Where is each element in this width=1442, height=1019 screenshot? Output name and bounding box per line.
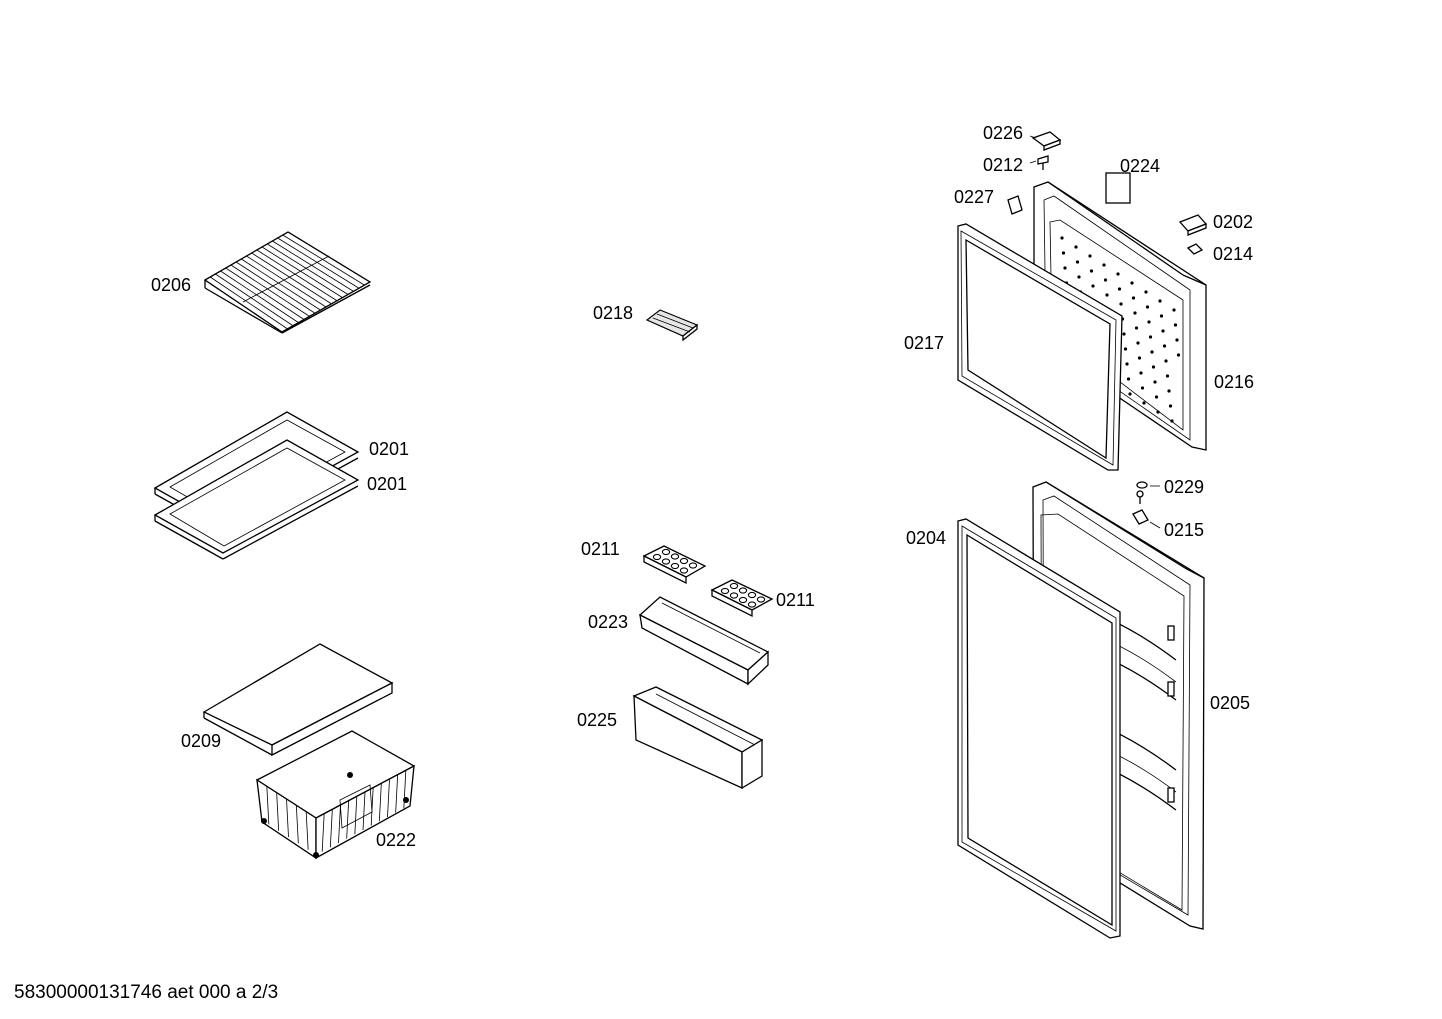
part-0204-fridge-door-gasket[interactable] bbox=[957, 518, 1121, 939]
part-0214-bracket[interactable] bbox=[1186, 243, 1204, 255]
callout-0206: 0206 bbox=[151, 275, 192, 295]
part-0201-glass-shelf-lower[interactable] bbox=[153, 439, 360, 560]
callout-0224: 0224 bbox=[1120, 156, 1161, 176]
callout-0226: 0226 bbox=[983, 123, 1024, 143]
callout-0204: 0204 bbox=[906, 528, 947, 548]
callout-0227: 0227 bbox=[954, 187, 995, 207]
callout-0225: 0225 bbox=[577, 710, 618, 730]
drawing-reference-footer: 58300000131746 aet 000 a 2/3 bbox=[14, 982, 279, 1003]
callout-0201-lower: 0201 bbox=[367, 474, 408, 494]
part-0227-clip[interactable] bbox=[1007, 195, 1023, 215]
callout-0216: 0216 bbox=[1214, 372, 1255, 392]
callout-0229: 0229 bbox=[1164, 477, 1205, 497]
callout-0218: 0218 bbox=[593, 303, 634, 323]
callout-0217: 0217 bbox=[904, 333, 945, 353]
part-0211-egg-tray-left[interactable] bbox=[642, 545, 707, 585]
callout-0215: 0215 bbox=[1164, 520, 1205, 540]
callout-0211-left: 0211 bbox=[581, 539, 620, 559]
part-0202-hinge-cover-right[interactable] bbox=[1178, 214, 1208, 236]
callout-0205: 0205 bbox=[1210, 693, 1251, 713]
part-0217-freezer-door-gasket[interactable] bbox=[957, 223, 1123, 471]
part-0212-hinge-pin[interactable] bbox=[1037, 155, 1049, 170]
part-0225-door-bin[interactable] bbox=[632, 686, 764, 790]
leader-lines bbox=[1029, 135, 1161, 529]
part-0224-label[interactable] bbox=[1105, 172, 1131, 204]
callout-0202: 0202 bbox=[1213, 212, 1254, 232]
part-0226-hinge-cover[interactable] bbox=[1031, 131, 1062, 151]
part-0209-crisper-cover[interactable] bbox=[202, 643, 394, 757]
callout-0201-upper: 0201 bbox=[369, 439, 410, 459]
part-0211-egg-tray-right[interactable] bbox=[710, 579, 774, 618]
callout-0211-right: 0211 bbox=[776, 590, 815, 610]
callout-0209: 0209 bbox=[181, 731, 222, 751]
part-0206-wire-shelf[interactable] bbox=[203, 231, 372, 334]
callout-0222: 0222 bbox=[376, 830, 417, 850]
callout-0212: 0212 bbox=[983, 155, 1024, 175]
part-0222-crisper-drawer[interactable] bbox=[255, 730, 416, 860]
part-0218-ice-tray[interactable] bbox=[645, 309, 699, 342]
callout-0223: 0223 bbox=[588, 612, 629, 632]
part-0229-washer[interactable] bbox=[1136, 481, 1148, 489]
part-0223-door-shelf[interactable] bbox=[638, 596, 770, 686]
callout-0214: 0214 bbox=[1213, 244, 1254, 264]
part-0215-hinge[interactable] bbox=[1132, 490, 1149, 525]
